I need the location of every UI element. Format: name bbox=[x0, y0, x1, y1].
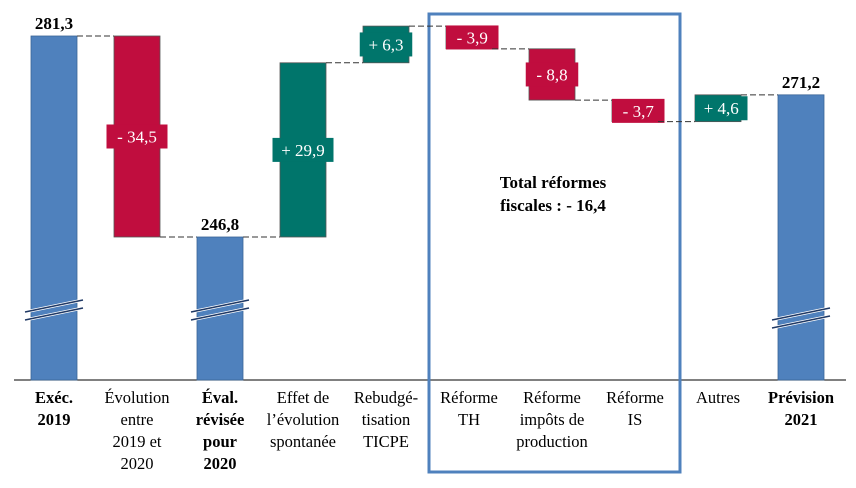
value-label-6: - 8,8 bbox=[536, 65, 567, 84]
category-label-0: Exéc. bbox=[35, 388, 73, 407]
axis-break-icon bbox=[771, 315, 831, 329]
value-label-0: 281,3 bbox=[35, 14, 73, 33]
category-label-4: TICPE bbox=[363, 432, 409, 451]
value-label-9: 271,2 bbox=[782, 73, 820, 92]
category-label-4: Rebudgé- bbox=[354, 388, 418, 407]
category-label-8: Autres bbox=[696, 388, 740, 407]
category-label-7: Réforme bbox=[606, 388, 664, 407]
category-label-4: tisation bbox=[362, 410, 411, 429]
value-label-8: + 4,6 bbox=[704, 99, 739, 118]
category-label-6: Réforme bbox=[523, 388, 581, 407]
category-label-1: entre bbox=[121, 410, 154, 429]
category-label-2: pour bbox=[203, 432, 237, 451]
value-label-bg-5 bbox=[446, 25, 499, 50]
category-label-3: spontanée bbox=[270, 432, 336, 451]
value-label-bg-4 bbox=[359, 32, 413, 57]
value-label-4: + 6,3 bbox=[368, 35, 403, 54]
category-label-1: Évolution bbox=[104, 388, 169, 407]
axis-break-icon bbox=[190, 307, 250, 321]
category-label-5: Réforme bbox=[440, 388, 498, 407]
value-label-1: - 34,5 bbox=[117, 127, 157, 146]
value-label-bg-6 bbox=[525, 62, 579, 87]
value-label-2: 246,8 bbox=[201, 215, 239, 234]
axis-break-icon bbox=[24, 307, 84, 321]
value-label-bg-3 bbox=[272, 137, 334, 162]
reforms-total-annotation: Total réformes bbox=[500, 173, 607, 192]
axis-break-icon bbox=[771, 307, 831, 321]
category-label-0: 2019 bbox=[38, 410, 71, 429]
category-label-3: Effet de bbox=[277, 388, 329, 407]
value-label-7: - 3,7 bbox=[623, 102, 655, 121]
axis-break-icon bbox=[24, 299, 84, 313]
category-label-7: IS bbox=[628, 410, 643, 429]
category-label-9: Prévision bbox=[768, 388, 834, 407]
category-label-3: l’évolution bbox=[267, 410, 339, 429]
axis-break-icon bbox=[190, 299, 250, 313]
bar-0 bbox=[30, 35, 78, 381]
value-label-bg-8 bbox=[695, 96, 748, 121]
reforms-total-annotation: fiscales : - 16,4 bbox=[500, 196, 606, 215]
value-label-bg-7 bbox=[612, 98, 665, 123]
reforms-highlight-box bbox=[427, 12, 682, 474]
value-label-bg-1 bbox=[106, 124, 168, 149]
category-label-2: Éval. bbox=[202, 388, 238, 407]
category-label-6: impôts de bbox=[520, 410, 585, 429]
category-label-6: production bbox=[516, 432, 588, 451]
category-label-1: 2019 et bbox=[112, 432, 161, 451]
category-label-5: TH bbox=[458, 410, 480, 429]
category-label-2: 2020 bbox=[204, 454, 237, 473]
value-label-3: + 29,9 bbox=[281, 141, 325, 160]
category-label-9: 2021 bbox=[785, 410, 818, 429]
category-label-1: 2020 bbox=[121, 454, 154, 473]
bar-9 bbox=[777, 94, 825, 381]
category-label-2: révisée bbox=[196, 410, 245, 429]
value-label-5: - 3,9 bbox=[457, 28, 488, 47]
